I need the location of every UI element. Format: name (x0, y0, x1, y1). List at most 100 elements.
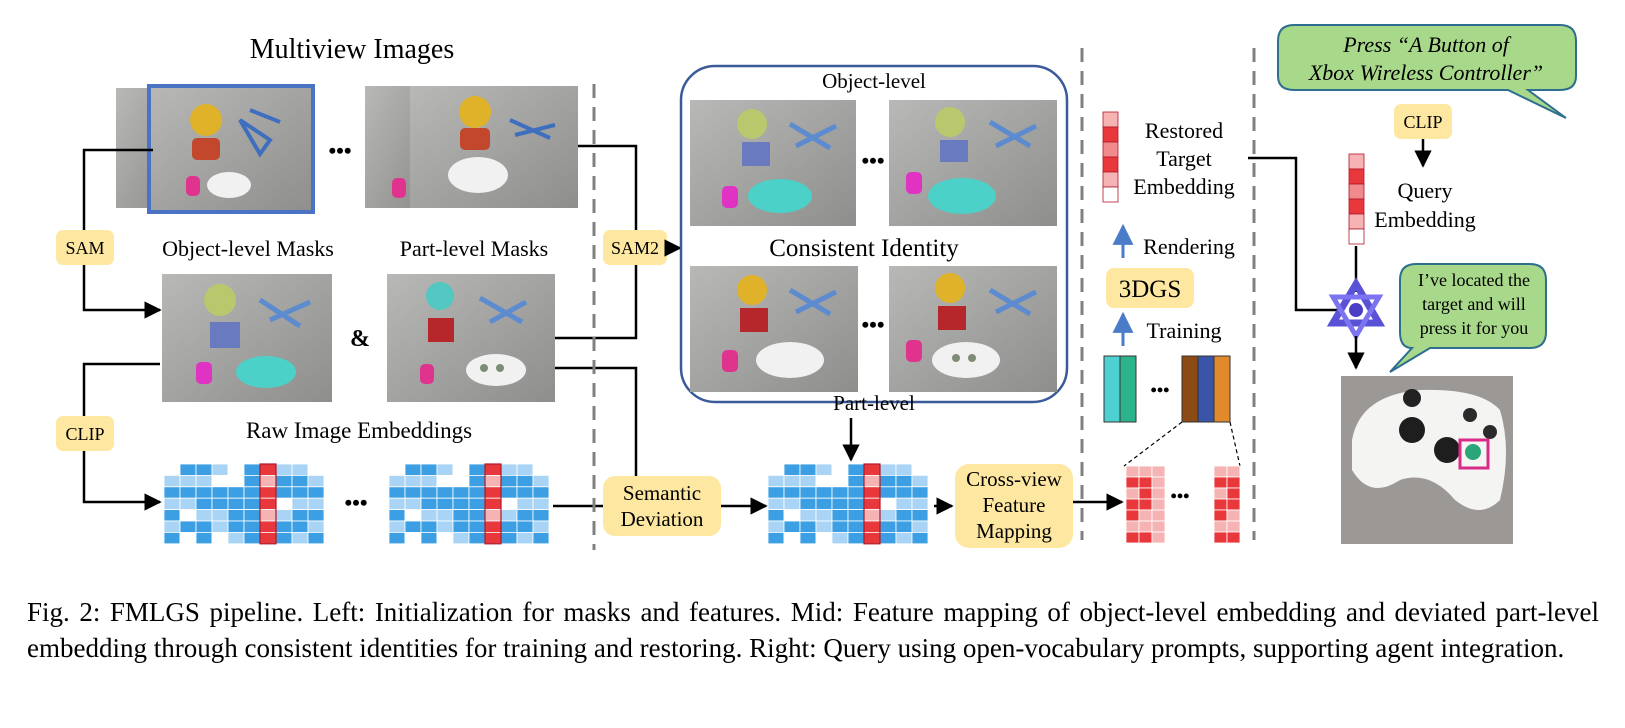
part-level-label: Part-level (833, 391, 915, 415)
embedding-cell (163, 520, 181, 533)
embedding-cell (847, 509, 865, 522)
embedding-cell (879, 486, 897, 499)
embedding-cell (847, 532, 865, 545)
embedding-cell (831, 497, 849, 511)
ellipsis-multiview: ••• (328, 138, 351, 163)
embedding-cell (291, 532, 309, 545)
embedding-cell (1213, 465, 1228, 478)
embedding-cell (1348, 153, 1365, 170)
embedding-cell (388, 474, 406, 488)
embedding-cell (847, 474, 865, 488)
object-masks-label: Object-level Masks (162, 236, 334, 261)
embedding-cell (1125, 509, 1140, 522)
embedding-cell (783, 509, 801, 522)
embedding-cell (879, 509, 897, 522)
embedding-cell (500, 532, 518, 545)
embedding-cell (1125, 498, 1140, 511)
embedding-cell (895, 497, 913, 511)
embedding-cell (484, 520, 502, 533)
embedding-cell (767, 474, 785, 488)
embedding-cell (291, 520, 309, 533)
embedding-cell (179, 520, 197, 533)
restored-embedding-grid-1 (1125, 465, 1166, 544)
embedding-cell (468, 532, 486, 545)
embedding-cell (468, 474, 486, 488)
embedding-cell (815, 532, 833, 545)
embedding-cell (767, 486, 785, 499)
embedding-cell (307, 520, 325, 533)
embedding-cell (404, 520, 422, 533)
embedding-cell (243, 509, 261, 522)
embedding-cell (815, 509, 833, 522)
embedding-cell (227, 486, 245, 499)
embedding-cell (484, 474, 502, 488)
embedding-cell (879, 474, 897, 488)
embedding-cell (895, 520, 913, 533)
ellipsis-part: ••• (861, 312, 884, 337)
embedding-cell (831, 509, 849, 522)
embedding-cell (436, 486, 454, 499)
embedding-cell (516, 474, 534, 488)
embedding-cell (195, 486, 213, 499)
embedding-cell (895, 532, 913, 545)
embedding-cell (227, 474, 245, 488)
cross-view-line-2: Feature (983, 493, 1046, 517)
restored-embedding-grid-2 (1213, 465, 1241, 544)
embedding-cell (307, 532, 325, 545)
embedding-cell (227, 463, 245, 476)
embedding-cell (484, 509, 502, 522)
ampersand: & (350, 326, 370, 352)
embedding-cell (291, 474, 309, 488)
embedding-cell (179, 509, 197, 522)
embedding-cell (388, 497, 406, 511)
embedding-cell (468, 486, 486, 499)
embedding-cell (420, 474, 438, 488)
embedding-cell (275, 497, 293, 511)
sam2-tag: SAM2 (611, 238, 659, 258)
embedding-cell (243, 463, 261, 476)
embedding-cell (211, 463, 229, 476)
embedding-cell (911, 520, 929, 533)
embedding-cell (307, 474, 325, 488)
embedding-cell (516, 509, 534, 522)
embedding-cell (179, 486, 197, 499)
restored-line-2: Target (1156, 146, 1211, 171)
object-level-label: Object-level (822, 69, 926, 93)
embedding-cell (259, 509, 277, 522)
part-mask-image (387, 274, 555, 402)
embedding-cell (420, 486, 438, 499)
semantic-deviation-line-1: Semantic (623, 481, 701, 505)
agent-bubble-line-3: press it for you (1420, 318, 1528, 338)
embedding-cell (879, 497, 897, 511)
embedding-cell (484, 486, 502, 499)
embedding-cell (863, 474, 881, 488)
semantic-deviation-line-2: Deviation (621, 507, 704, 531)
part-level-image-2 (889, 266, 1057, 392)
part-masks-label: Part-level Masks (400, 236, 548, 261)
embedding-cell (863, 509, 881, 522)
embedding-cell (879, 520, 897, 533)
embedding-cell (1226, 520, 1241, 533)
embedding-cell (1348, 213, 1365, 230)
embedding-cell (847, 520, 865, 533)
embedding-cell (895, 486, 913, 499)
embedding-cell (452, 474, 470, 488)
embedding-cell (1226, 531, 1241, 544)
embedding-cell (468, 497, 486, 511)
embedding-cell (195, 532, 213, 545)
embedding-cell (1138, 509, 1153, 522)
embedding-cell (1151, 509, 1166, 522)
embedding-cell (259, 463, 277, 476)
embedding-cell (815, 497, 833, 511)
embedding-cell (799, 497, 817, 511)
object-mask-image (162, 274, 332, 402)
embedding-cell (516, 486, 534, 499)
target-highlight-box (1458, 438, 1490, 470)
embedding-cell (404, 509, 422, 522)
embedding-cell (1138, 498, 1153, 511)
embedding-cell (211, 532, 229, 545)
embedding-cell (452, 532, 470, 545)
gs-label: 3DGS (1119, 276, 1182, 303)
embedding-cell (1102, 171, 1119, 188)
restored-line-1: Restored (1145, 118, 1223, 143)
